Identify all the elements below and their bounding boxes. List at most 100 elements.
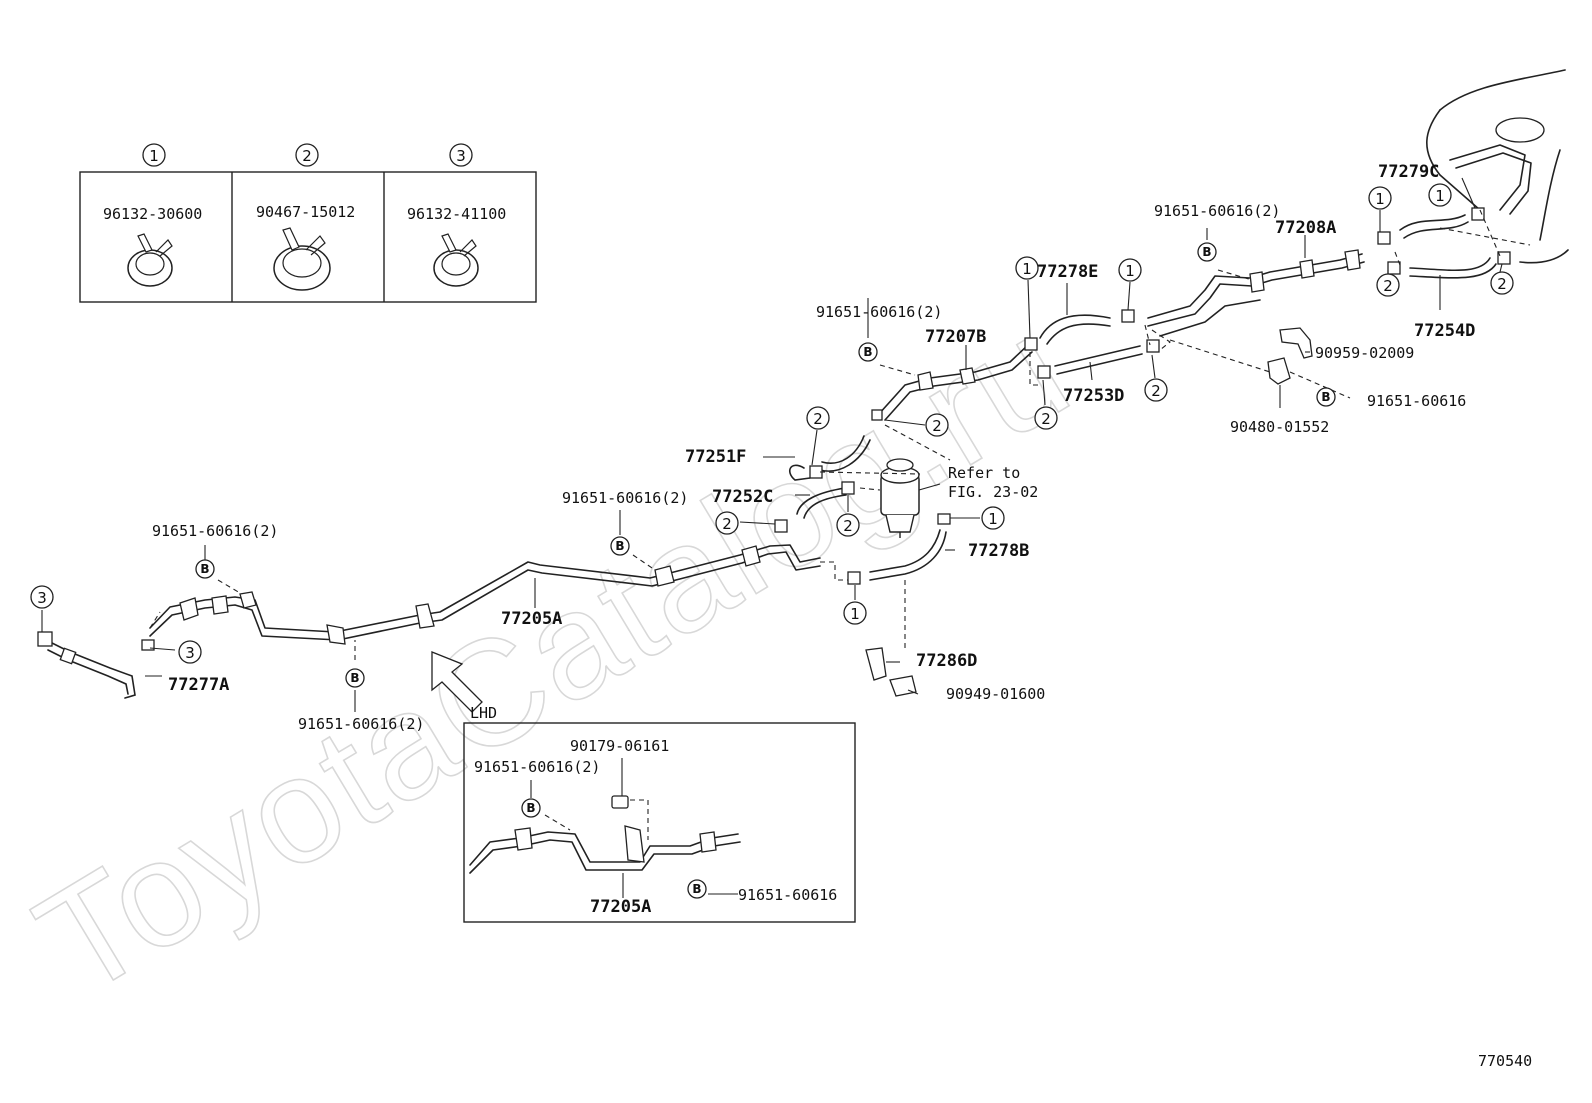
clamp-marker: 2 xyxy=(1144,378,1168,402)
clamp-marker: 3 xyxy=(30,585,54,609)
clamp-part-number: 96132-30600 xyxy=(103,205,202,223)
part-label: 91651-60616(2) xyxy=(152,522,278,540)
clamp-marker: 2 xyxy=(715,511,739,535)
clamp-marker: 2 xyxy=(806,406,830,430)
svg-text:B: B xyxy=(863,345,872,359)
clamp-markers: 3 3 2 2 2 2 1 1 1 1 2 2 1 1 2 2 2 xyxy=(30,183,1514,664)
clamp-marker: 2 xyxy=(1034,406,1058,430)
part-label: 77205A xyxy=(590,897,651,917)
legend-item-3: 3 96132-41100 xyxy=(407,143,506,287)
fuel-filter xyxy=(880,458,941,538)
clamp-marker: 3 xyxy=(178,640,202,664)
svg-text:1: 1 xyxy=(1435,187,1445,205)
fuel-tube-77207B xyxy=(871,344,1033,421)
note-refer: Refer to xyxy=(948,464,1020,482)
clamp-part-number: 90467-15012 xyxy=(256,203,355,221)
clamp-index-circle xyxy=(142,143,166,167)
inset-frame xyxy=(463,722,856,923)
bracket-77286D xyxy=(865,647,917,697)
hose-77278E xyxy=(1024,309,1135,351)
clamp-index: 3 xyxy=(456,147,466,165)
clamp-legend: 1 96132-30600 2 90467-15012 3 9613 xyxy=(79,143,537,303)
spring-clamp-large-icon xyxy=(273,227,331,291)
svg-text:B: B xyxy=(692,882,701,896)
lhd-inset: 90179-06161 91651-60616(2) 77205A 91651-… xyxy=(463,722,856,923)
part-label: 90949-01600 xyxy=(946,685,1045,703)
part-label: 77254D xyxy=(1414,321,1475,341)
hose-77254D xyxy=(1387,251,1511,279)
svg-text:2: 2 xyxy=(813,410,823,428)
svg-text:1: 1 xyxy=(1375,190,1385,208)
clamp-marker: 1 xyxy=(843,601,867,625)
svg-text:B: B xyxy=(350,671,359,685)
bolt-marker: B xyxy=(858,342,878,362)
svg-text:1: 1 xyxy=(1022,260,1032,278)
part-label: 77251F xyxy=(685,447,746,467)
clamp-index: 2 xyxy=(302,147,312,165)
svg-text:B: B xyxy=(615,539,624,553)
svg-text:3: 3 xyxy=(185,644,195,662)
clamp-marker: 1 xyxy=(1015,256,1039,280)
bolt-marker: B xyxy=(521,798,541,818)
part-label: 91651-60616 xyxy=(1367,392,1466,410)
part-label: 77279C xyxy=(1378,162,1439,182)
svg-text:B: B xyxy=(200,562,209,576)
hose-77251F xyxy=(788,435,871,481)
hose-77252C xyxy=(774,481,855,533)
part-label: 91651-60616(2) xyxy=(562,489,688,507)
fuel-tube-77205A xyxy=(149,544,821,645)
svg-text:2: 2 xyxy=(843,517,853,535)
clamp-marker: 1 xyxy=(1368,186,1392,210)
clamp-marker: 2 xyxy=(836,513,860,537)
svg-text:3: 3 xyxy=(37,589,47,607)
clamp-index: 1 xyxy=(149,147,159,165)
bracket-90480 xyxy=(1267,357,1291,385)
spring-clamp-medium-icon xyxy=(433,233,479,287)
svg-text:2: 2 xyxy=(932,417,942,435)
hose-77278B xyxy=(847,513,951,585)
fuel-tube-77208A xyxy=(1147,249,1365,337)
part-label: 77208A xyxy=(1275,218,1336,238)
part-label: 77205A xyxy=(501,609,562,629)
bolt-marker: B xyxy=(195,559,215,579)
part-label: 77277A xyxy=(168,675,229,695)
part-label: 91651-60616(2) xyxy=(1154,202,1280,220)
bolt-marker: B xyxy=(1197,242,1217,262)
hose-77279C xyxy=(1377,207,1485,245)
bracket-90959 xyxy=(1279,327,1313,359)
bolt-markers: B B B B B B B B xyxy=(195,242,1336,899)
lhd-direction-arrow: LHD xyxy=(431,651,497,722)
svg-text:1: 1 xyxy=(1125,262,1135,280)
svg-text:2: 2 xyxy=(1497,275,1507,293)
bolt-marker: B xyxy=(345,668,365,688)
svg-text:2: 2 xyxy=(1151,382,1161,400)
part-label: 90480-01552 xyxy=(1230,418,1329,436)
legend-item-2: 2 90467-15012 xyxy=(256,143,355,291)
svg-text:2: 2 xyxy=(722,515,732,533)
part-label: 91651-60616(2) xyxy=(298,715,424,733)
legend-item-1: 1 96132-30600 xyxy=(103,143,202,287)
svg-text:B: B xyxy=(1321,390,1330,404)
part-label: 77278E xyxy=(1037,262,1098,282)
part-label: 77286D xyxy=(916,651,977,671)
part-label: 77253D xyxy=(1063,386,1124,406)
part-label: 77252C xyxy=(712,487,773,507)
part-label: 91651-60616(2) xyxy=(474,758,600,776)
hose-77277A xyxy=(37,631,155,699)
clamp-marker: 2 xyxy=(1490,271,1514,295)
bolt-marker: B xyxy=(610,536,630,556)
dashed-connectors xyxy=(149,209,1531,660)
leader-lines xyxy=(41,177,1503,712)
spring-clamp-small-icon xyxy=(127,233,173,287)
clamp-part-number: 96132-41100 xyxy=(407,205,506,223)
svg-text:1: 1 xyxy=(850,605,860,623)
part-label: 91651-60616 xyxy=(738,886,837,904)
figure-id: 770540 xyxy=(1478,1052,1532,1070)
bolt-marker: B xyxy=(687,879,707,899)
clamp-marker: 2 xyxy=(1376,273,1400,297)
clamp-marker: 1 xyxy=(1428,183,1452,207)
note-figure: FIG. 23-02 xyxy=(948,483,1038,501)
part-label: 77207B xyxy=(925,327,986,347)
